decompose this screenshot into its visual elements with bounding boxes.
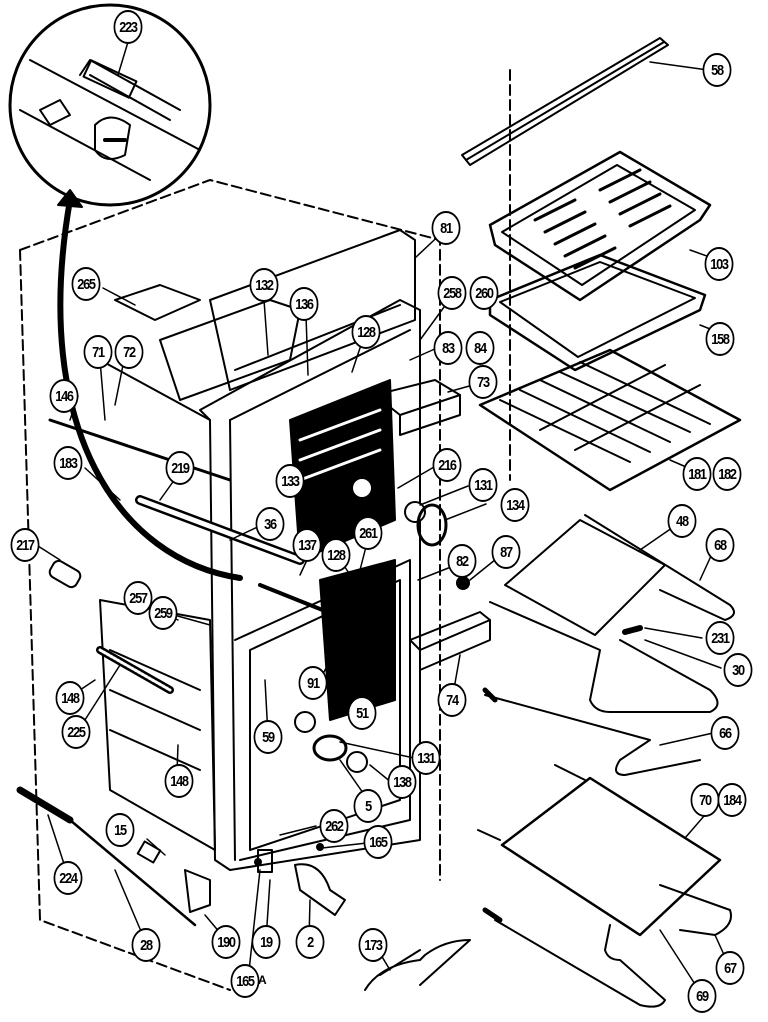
callout-217[interactable]: 217 — [10, 528, 40, 562]
bake-element — [482, 687, 701, 776]
callout-136[interactable]: 136 — [289, 287, 319, 321]
callout-158[interactable]: 158 — [705, 322, 735, 356]
callout-70[interactable]: 70 — [690, 783, 720, 817]
callout-231[interactable]: 231 — [705, 621, 735, 655]
callout-261[interactable]: 261 — [353, 516, 383, 550]
callout-83[interactable]: 83 — [433, 331, 463, 365]
callout-59[interactable]: 59 — [253, 720, 283, 754]
callout-146[interactable]: 146 — [49, 379, 79, 413]
callout-91[interactable]: 91 — [298, 666, 328, 700]
callout-258[interactable]: 258 — [437, 276, 467, 310]
callout-73[interactable]: 73 — [468, 365, 498, 399]
callout-28[interactable]: 28 — [131, 928, 161, 962]
callout-15[interactable]: 15 — [105, 813, 135, 847]
callout-148-lower[interactable]: 148 — [164, 764, 194, 798]
latch-detail-inset — [8, 3, 212, 207]
callout-58[interactable]: 58 — [702, 53, 732, 87]
cabinet-outline — [19, 69, 511, 991]
callout-260[interactable]: 260 — [469, 276, 499, 310]
callout-133[interactable]: 133 — [275, 464, 305, 498]
callout-183[interactable]: 183 — [53, 446, 83, 480]
callout-84[interactable]: 84 — [465, 331, 495, 365]
callout-182[interactable]: 182 — [712, 457, 742, 491]
callout-134[interactable]: 134 — [500, 488, 530, 522]
broil-element — [489, 514, 735, 713]
callout-19[interactable]: 19 — [251, 925, 281, 959]
callout-265[interactable]: 265 — [71, 267, 101, 301]
callout-74[interactable]: 74 — [437, 683, 467, 717]
callout-87[interactable]: 87 — [491, 535, 521, 569]
callout-132[interactable]: 132 — [249, 268, 279, 302]
callout-51[interactable]: 51 — [347, 696, 377, 730]
detail-arrow — [57, 189, 243, 581]
oven-cabinet — [48, 229, 491, 871]
callout-184[interactable]: 184 — [717, 783, 747, 817]
callout-259[interactable]: 259 — [148, 596, 178, 630]
callout-131-lower[interactable]: 131 — [411, 741, 441, 775]
callout-48[interactable]: 48 — [667, 504, 697, 538]
callout-71[interactable]: 71 — [83, 335, 113, 369]
lower-hardware — [16, 786, 471, 991]
callout-165[interactable]: 165 — [363, 825, 393, 859]
callout-72[interactable]: 72 — [114, 335, 144, 369]
callout-67[interactable]: 67 — [715, 951, 745, 985]
callout-81[interactable]: 81 — [431, 211, 461, 245]
callout-103[interactable]: 103 — [704, 247, 734, 281]
callout-225[interactable]: 225 — [61, 715, 91, 749]
callout-173[interactable]: 173 — [358, 928, 388, 962]
trim-strip — [461, 37, 669, 166]
callout-69[interactable]: 69 — [687, 979, 717, 1013]
callout-30[interactable]: 30 — [723, 653, 753, 687]
callout-190[interactable]: 190 — [211, 925, 241, 959]
callout-2[interactable]: 2 — [295, 925, 325, 959]
callout-257[interactable]: 257 — [123, 581, 153, 615]
broiler-pan — [488, 253, 707, 372]
callout-148[interactable]: 148 — [55, 681, 85, 715]
callout-128-lower[interactable]: 128 — [321, 538, 351, 572]
callout-224[interactable]: 224 — [53, 861, 83, 895]
callout-66[interactable]: 66 — [710, 716, 740, 750]
callout-137[interactable]: 137 — [292, 528, 322, 562]
callout-82[interactable]: 82 — [447, 544, 477, 578]
callout-223[interactable]: 223 — [113, 10, 143, 44]
callout-68[interactable]: 68 — [705, 528, 735, 562]
callout-131[interactable]: 131 — [468, 468, 498, 502]
callout-36[interactable]: 36 — [255, 507, 285, 541]
callout-219[interactable]: 219 — [165, 451, 195, 485]
callout-216[interactable]: 216 — [432, 448, 462, 482]
callout-5[interactable]: 5 — [353, 789, 383, 823]
callout-262[interactable]: 262 — [319, 809, 349, 843]
callout-165a-suffix: A — [258, 973, 267, 987]
callout-181[interactable]: 181 — [682, 457, 712, 491]
callout-138[interactable]: 138 — [387, 765, 417, 799]
callout-128[interactable]: 128 — [351, 315, 381, 349]
element-cover — [477, 764, 732, 1008]
callout-165a[interactable]: 165 — [230, 964, 260, 998]
broiler-grid — [488, 150, 712, 302]
oven-rack — [478, 348, 742, 492]
